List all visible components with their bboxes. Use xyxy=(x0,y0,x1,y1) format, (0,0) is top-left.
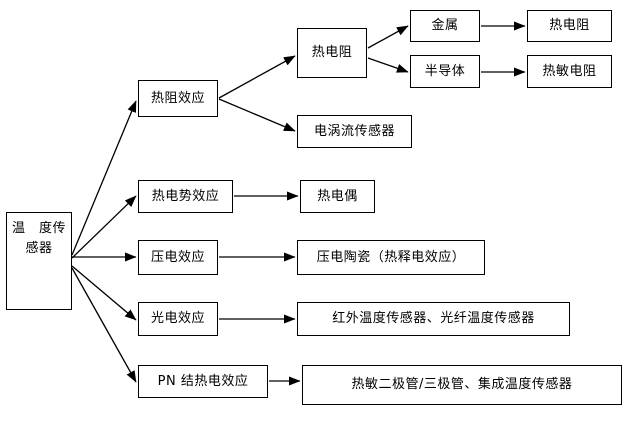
node-label-l2b: 电涡流传感器 xyxy=(313,123,395,139)
arrow-l1a-to-l2a xyxy=(218,55,296,99)
arrow-l2a-to-l3b xyxy=(367,57,409,73)
node-l2c[interactable]: 热电偶 xyxy=(300,180,375,213)
node-l2d[interactable]: 压电陶瓷（热释电效应） xyxy=(297,240,485,275)
node-root[interactable]: 温 度传感器 xyxy=(6,212,72,310)
node-l2b[interactable]: 电涡流传感器 xyxy=(297,115,412,148)
node-label-l2d: 压电陶瓷（热释电效应） xyxy=(316,249,466,265)
arrow-l1a-to-l2b xyxy=(218,98,296,132)
node-label-l2c: 热电偶 xyxy=(317,188,358,204)
node-label-l2a: 热电阻 xyxy=(311,45,353,61)
node-l4a[interactable]: 热电阻 xyxy=(527,10,612,42)
node-label-l2e: 红外温度传感器、光纤温度传感器 xyxy=(332,311,535,327)
node-label-l1b: 热电势效应 xyxy=(151,188,220,204)
arrow-root-to-l1d xyxy=(71,265,137,321)
node-l1a[interactable]: 热阻效应 xyxy=(138,80,218,117)
node-l1e[interactable]: PN 结热电效应 xyxy=(138,365,268,398)
arrow-root-to-l1e xyxy=(71,267,137,383)
node-l2a[interactable]: 热电阻 xyxy=(297,28,367,78)
node-label-l1c: 压电效应 xyxy=(150,249,205,265)
node-l1c[interactable]: 压电效应 xyxy=(138,240,218,275)
node-l4b[interactable]: 热敏电阻 xyxy=(527,55,612,88)
node-l3a[interactable]: 金属 xyxy=(410,10,480,42)
node-l2e[interactable]: 红外温度传感器、光纤温度传感器 xyxy=(297,302,570,336)
node-l3b[interactable]: 半导体 xyxy=(410,55,480,88)
node-label-l3a: 金属 xyxy=(431,18,459,34)
arrow-l2a-to-l3a xyxy=(367,25,409,49)
node-label-l2f: 热敏二极管/三极管、集成温度传感器 xyxy=(351,377,573,393)
node-label-l4a: 热电阻 xyxy=(549,18,590,34)
node-label-root: 温 度传感器 xyxy=(11,221,66,256)
node-label-l1e: PN 结热电效应 xyxy=(157,373,249,389)
node-label-l3b: 半导体 xyxy=(424,63,466,79)
node-label-l4b: 热敏电阻 xyxy=(542,63,597,79)
node-label-l1a: 热阻效应 xyxy=(150,90,205,106)
arrow-root-to-l1a xyxy=(71,100,137,256)
arrow-root-to-l1b xyxy=(71,195,137,259)
node-label-l1d: 光电效应 xyxy=(150,311,205,327)
node-l2f[interactable]: 热敏二极管/三极管、集成温度传感器 xyxy=(302,365,622,405)
node-l1b[interactable]: 热电势效应 xyxy=(138,180,233,213)
node-l1d[interactable]: 光电效应 xyxy=(138,302,218,336)
